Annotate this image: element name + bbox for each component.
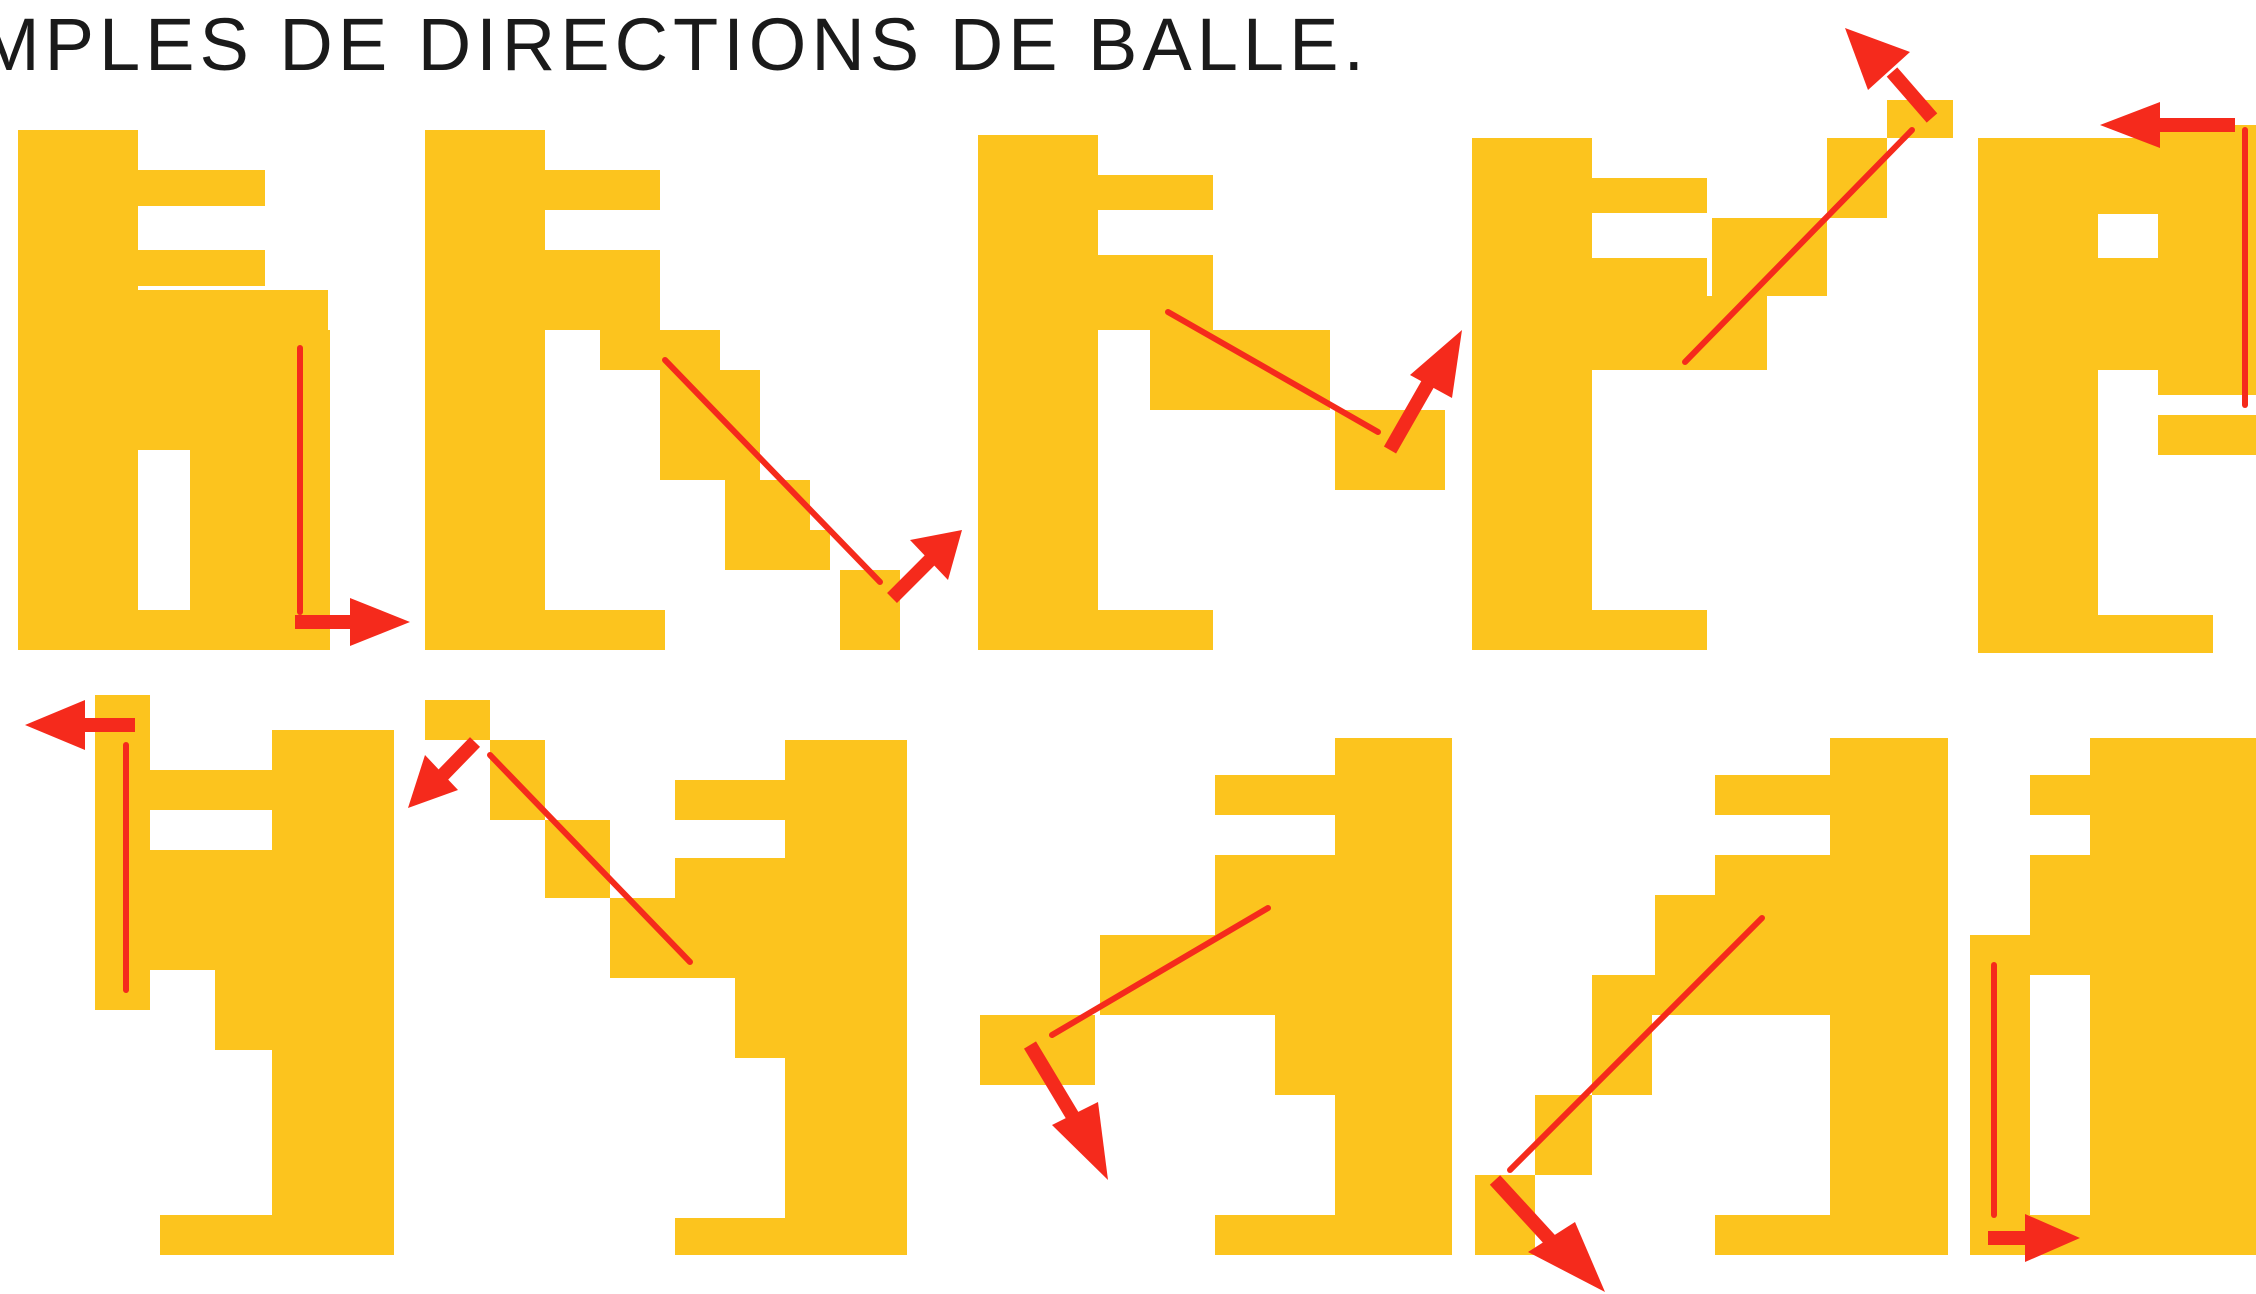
example-bottom-4 xyxy=(1475,738,1948,1292)
paddle-block xyxy=(980,738,1452,1255)
example-bottom-2 xyxy=(408,700,907,1255)
paddle-block xyxy=(1472,100,1953,650)
example-bottom-5 xyxy=(1970,738,2256,1262)
paddle-block xyxy=(1970,738,2256,1255)
paddle-block xyxy=(1475,738,1948,1255)
example-top-3 xyxy=(978,135,1462,650)
paddle-block xyxy=(425,700,907,1255)
arrow-head-icon xyxy=(350,598,410,646)
ball-path-line xyxy=(1510,918,1762,1170)
arrow-head-icon xyxy=(1052,1102,1108,1180)
example-top-2 xyxy=(425,130,962,650)
example-top-4 xyxy=(1472,28,1953,650)
example-bottom-3 xyxy=(980,738,1452,1255)
paddle-block xyxy=(978,135,1445,650)
paddle-block xyxy=(95,695,394,1255)
example-top-5 xyxy=(1978,102,2256,653)
example-bottom-1 xyxy=(25,695,394,1255)
ball-path-line xyxy=(490,755,690,962)
paddle-block xyxy=(18,130,330,650)
arrow-head-icon xyxy=(25,700,85,750)
ball-exit-arrow xyxy=(440,742,475,778)
example-top-1 xyxy=(18,130,410,650)
paddle-block xyxy=(1978,125,2256,653)
paddle-block xyxy=(425,130,900,650)
